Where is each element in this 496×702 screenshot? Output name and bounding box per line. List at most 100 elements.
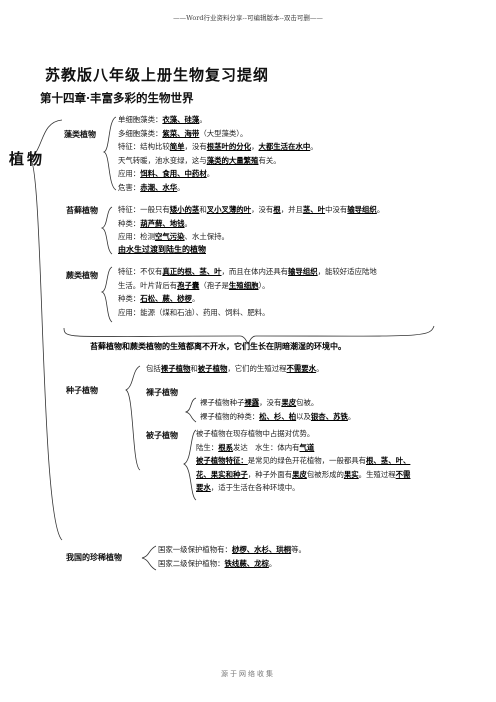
text-segment: 。 <box>199 115 207 124</box>
key-term: 不需要水 <box>286 364 317 373</box>
key-term: 输导组织 <box>288 267 318 276</box>
text-segment: 。生殖过程 <box>358 469 396 479</box>
key-term: 桫椤、水杉、珙桐 <box>231 545 292 554</box>
outline-line: 要水，适于生活在各种环境中。 <box>196 481 410 495</box>
text-segment: 。 <box>177 182 185 192</box>
key-term: 空气污染 <box>154 232 185 242</box>
key-term: 气道 <box>299 442 315 452</box>
chapter-heading: 第十四章·丰富多彩的生物世界 <box>40 91 194 105</box>
outline-line: 单细胞藻类：衣藻、硅藻。 <box>118 113 318 127</box>
text-segment: 裸子植物种子 <box>200 398 245 407</box>
text-segment: 包被形成的 <box>306 469 344 479</box>
key-term: 简单 <box>169 142 185 152</box>
text-segment: 。 <box>347 411 356 421</box>
text-segment: 国家一级保护植物有： <box>158 545 232 554</box>
outline-line: 国家二级保护植物：铁线蕨、龙棕。 <box>158 557 306 571</box>
outline-line: 被子植物在现存植物中占据对优势。 <box>196 427 410 441</box>
key-term: 松、杉、柏 <box>259 411 297 421</box>
text-segment: ，没有 <box>259 398 282 407</box>
moss-lines: 特征：一般只有矮小的茎和叉小叉薄的叶，没有根，并且茎、叶中没有输导组织。种类：葫… <box>118 203 384 244</box>
footer-note: 源于网络收集 <box>221 670 275 678</box>
text-segment: ， <box>251 142 259 152</box>
key-term: 根系 <box>218 442 233 452</box>
outline-line: 应用：能源（煤和石油）、药用、饲料、肥料。 <box>118 306 377 320</box>
outline-line: 应用：检测空气污染、水土保持。 <box>118 230 384 244</box>
outline-line: 应用：饵料、食用、中药材。 <box>118 167 318 181</box>
plants-label: 植物 <box>9 150 46 168</box>
text-segment: ，种子外面有 <box>247 469 293 479</box>
key-term: 输导组织 <box>347 205 377 214</box>
outline-line: 种类：石松、蕨、桫椤。 <box>118 292 377 306</box>
text-segment: 特征：结构比较 <box>118 142 170 152</box>
page-title: 苏教版八年级上册生物复习提纲 <box>45 66 270 84</box>
text-segment: 是常见的绿色开花植物，一般都具有 <box>247 456 367 466</box>
text-segment: 和 <box>199 205 207 214</box>
key-term: 葫芦藓、地钱 <box>140 218 185 228</box>
key-term: 矮小的茎 <box>169 205 200 214</box>
text-segment: ，能较好适应陆地 <box>317 267 377 276</box>
text-segment: 。 <box>206 169 215 179</box>
algae-label: 藻类植物 <box>64 129 96 139</box>
outline-line: 裸子植物的种类：松、杉、柏以及银杏、苏铁。 <box>200 410 355 424</box>
key-term: 茎、叶 <box>302 205 326 214</box>
text-segment: 应用： <box>118 169 141 179</box>
outline-line: 花、果实和种子，种子外面有果皮包被形成的果实。生殖过程不需 <box>196 468 410 482</box>
text-segment: 包被。 <box>296 398 319 407</box>
moss-fern-summary: 苔藓植物和蕨类植物的生殖都离不开水，它们生长在阴暗潮湿的环境中。 <box>90 341 346 351</box>
key-term: 藻类的大量繁殖 <box>206 155 259 165</box>
key-term: 根 <box>273 205 281 214</box>
text-segment: 应用：能源（煤和石油）、药用、饲料、肥料。 <box>118 307 270 317</box>
outline-line: 被子植物特征：是常见的绿色开花植物，一般都具有根、茎、叶、 <box>196 454 410 468</box>
text-segment: 包括 <box>146 364 161 373</box>
seed-intro: 包括裸子植物和被子植物，它们的生殖过程不需要水。 <box>146 362 323 376</box>
text-segment: 单细胞藻类： <box>118 115 163 124</box>
key-term: 果皮 <box>292 469 307 479</box>
key-term: 要水 <box>196 483 211 493</box>
key-term: 花、果实和种子 <box>196 469 248 479</box>
moss-label: 苔藓植物 <box>66 205 98 215</box>
outline-line: 特征：不仅有真正的根、茎、叶，而且在体内还具有输导组织，能较好适应陆地 <box>118 265 377 279</box>
text-segment: 和 <box>190 364 198 373</box>
outline-line: 国家一级保护植物有：桫椤、水杉、珙桐等。 <box>158 543 306 557</box>
algae-lines: 单细胞藻类：衣藻、硅藻。多细胞藻类：紫菜、海带（大型藻类）。特征：结构比较简单，… <box>118 113 318 195</box>
key-term: 铁线蕨、龙棕 <box>224 558 269 568</box>
moss-highlight: 由水生过渡到陆生的植物 <box>118 244 206 254</box>
text-segment: 多细胞藻类： <box>118 128 163 138</box>
text-segment: （孢子是 <box>199 280 229 290</box>
outline-line: 特征：结构比较简单，没有根茎叶的分化，大都生活在水中。 <box>118 140 318 154</box>
key-term: 孢子囊 <box>177 280 200 290</box>
key-term: 根、茎、叶、 <box>366 456 411 466</box>
text-segment: 等。 <box>291 545 306 554</box>
text-segment: 。 <box>184 218 192 228</box>
text-segment: 中没有 <box>325 205 348 214</box>
text-segment: 。 <box>310 142 318 152</box>
text-segment: ）。 <box>258 280 270 290</box>
key-term: 真正的根、茎、叶 <box>162 267 222 276</box>
text-segment: 。 <box>316 364 324 373</box>
text-segment: ，适于生活在各种环境中。 <box>210 483 300 493</box>
text-segment: ，没有 <box>184 142 207 152</box>
key-term: 裸露 <box>244 398 260 407</box>
key-term: 饵料、食用、中药材 <box>140 169 207 179</box>
outline-line: 天气转暖，池水变绿，这与藻类的大量繁殖有关。 <box>118 154 318 168</box>
outline-line: 危害：赤潮、水华。 <box>118 181 318 195</box>
key-term: 衣藻、硅藻 <box>162 115 200 124</box>
text-segment: 。 <box>268 558 277 568</box>
text-segment: 种类： <box>118 294 141 304</box>
header-note: ——Word行业资料分享--可编辑版本--双击可删—— <box>173 14 323 22</box>
angio-label: 被子植物 <box>146 430 178 440</box>
key-term: 大都生活在水中 <box>258 142 311 152</box>
fern-lines: 特征：不仅有真正的根、茎、叶，而且在体内还具有输导组织，能较好适应陆地生活。叶片… <box>118 265 377 319</box>
key-term: 裸子植物 <box>160 364 191 373</box>
key-term: 石松、蕨、桫椤 <box>140 294 192 304</box>
text-segment: ，而且在体内还具有 <box>221 267 289 276</box>
gymno-label: 裸子植物 <box>146 387 178 397</box>
key-term: 生殖细胞 <box>228 280 259 290</box>
text-segment: 有关。 <box>258 155 281 165</box>
text-segment: 。 <box>191 294 200 304</box>
outline-line: 裸子植物种子裸露，没有果皮包被。 <box>200 396 355 410</box>
text-segment: ，没有 <box>251 205 274 214</box>
text-segment: 发达 水生：体内有 <box>232 442 300 452</box>
text-segment: 生活。叶片背后有 <box>118 280 178 290</box>
text-segment: 特征：一般只有 <box>118 205 170 214</box>
